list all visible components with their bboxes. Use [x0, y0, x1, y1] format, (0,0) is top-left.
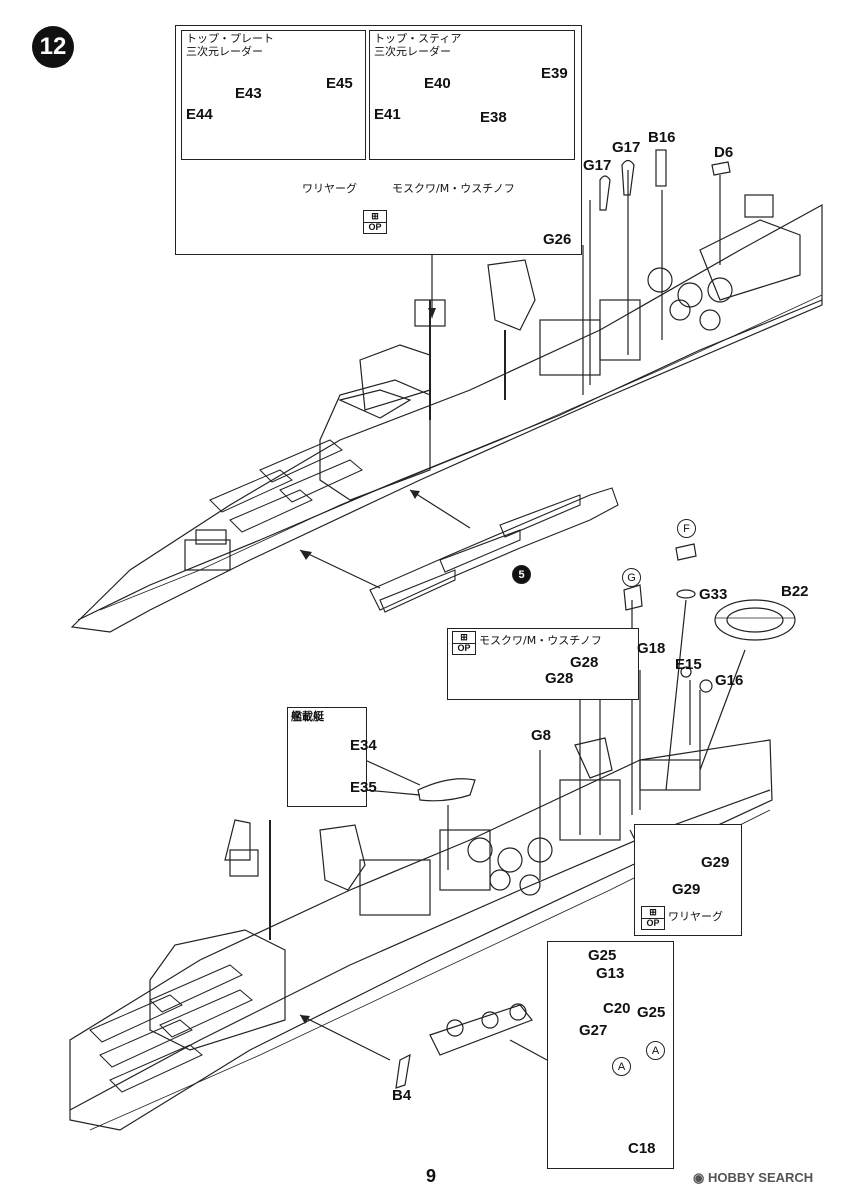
part-label-g25-a: G25 — [588, 947, 617, 964]
waryag-option-label: ワリヤーグ — [668, 910, 723, 923]
part-label-g33: G33 — [699, 586, 728, 603]
watermark: ◉ HOBBY SEARCH — [693, 1170, 814, 1185]
option-icon-top: ⊞OP — [363, 210, 387, 234]
part-label-g29-b: G29 — [672, 881, 701, 898]
top-plate-radar-box — [181, 30, 366, 160]
sub-step-5-badge: 5 — [512, 565, 531, 584]
part-label-e35: E35 — [350, 779, 377, 796]
option-icon-moskva: ⊞OP — [452, 631, 476, 655]
part-label-g29-a: G29 — [701, 854, 730, 871]
part-label-g17-a: G17 — [583, 157, 612, 174]
part-label-g18: G18 — [637, 640, 666, 657]
part-label-g28-b: G28 — [545, 670, 574, 687]
part-label-e41: E41 — [374, 106, 401, 123]
part-label-g25-b: G25 — [637, 1004, 666, 1021]
moskva-option-box — [447, 628, 639, 700]
part-label-g16: G16 — [715, 672, 744, 689]
callout-circle-g: G — [622, 568, 641, 587]
part-label-g17-b: G17 — [612, 139, 641, 156]
part-label-g28-a: G28 — [570, 654, 599, 671]
watermark-logo-icon: ◉ — [693, 1170, 708, 1185]
part-label-e45: E45 — [326, 75, 353, 92]
part-label-e43: E43 — [235, 85, 262, 102]
part-label-g26: G26 — [543, 231, 572, 248]
variant-label-waryag: ワリヤーグ — [302, 182, 357, 195]
part-label-e40: E40 — [424, 75, 451, 92]
top-plate-radar-title: トップ・プレート 三次元レーダー — [186, 32, 274, 58]
top-steer-radar-box — [369, 30, 575, 160]
part-label-b16: B16 — [648, 129, 676, 146]
part-label-e44: E44 — [186, 106, 213, 123]
part-label-c18: C18 — [628, 1140, 656, 1157]
callout-circle-a-2: A — [612, 1057, 631, 1076]
part-label-e39: E39 — [541, 65, 568, 82]
part-label-c20: C20 — [603, 1000, 631, 1017]
step-number-badge: 12 — [32, 26, 74, 68]
part-label-g8: G8 — [531, 727, 552, 744]
part-label-b4: B4 — [392, 1087, 412, 1104]
part-label-e15: E15 — [675, 656, 702, 673]
part-label-g27: G27 — [579, 1022, 608, 1039]
part-label-e34: E34 — [350, 737, 377, 754]
part-label-d6: D6 — [714, 144, 734, 161]
part-label-g13: G13 — [596, 965, 625, 982]
part-label-b22: B22 — [781, 583, 809, 600]
ships-boat-title: 艦載艇 — [291, 710, 324, 723]
ships-boat-box — [287, 707, 367, 807]
top-steer-radar-title: トップ・スティア 三次元レーダー — [374, 32, 462, 58]
option-icon-waryag: ⊞OP — [641, 906, 665, 930]
part-label-e38: E38 — [480, 109, 507, 126]
variant-label-moskva: モスクワ/M・ウスチノフ — [392, 182, 515, 195]
callout-circle-a-1: A — [646, 1041, 665, 1060]
page-number: 9 — [426, 1166, 437, 1186]
callout-circle-f: F — [677, 519, 696, 538]
moskva-option-label: モスクワ/M・ウスチノフ — [479, 634, 602, 647]
